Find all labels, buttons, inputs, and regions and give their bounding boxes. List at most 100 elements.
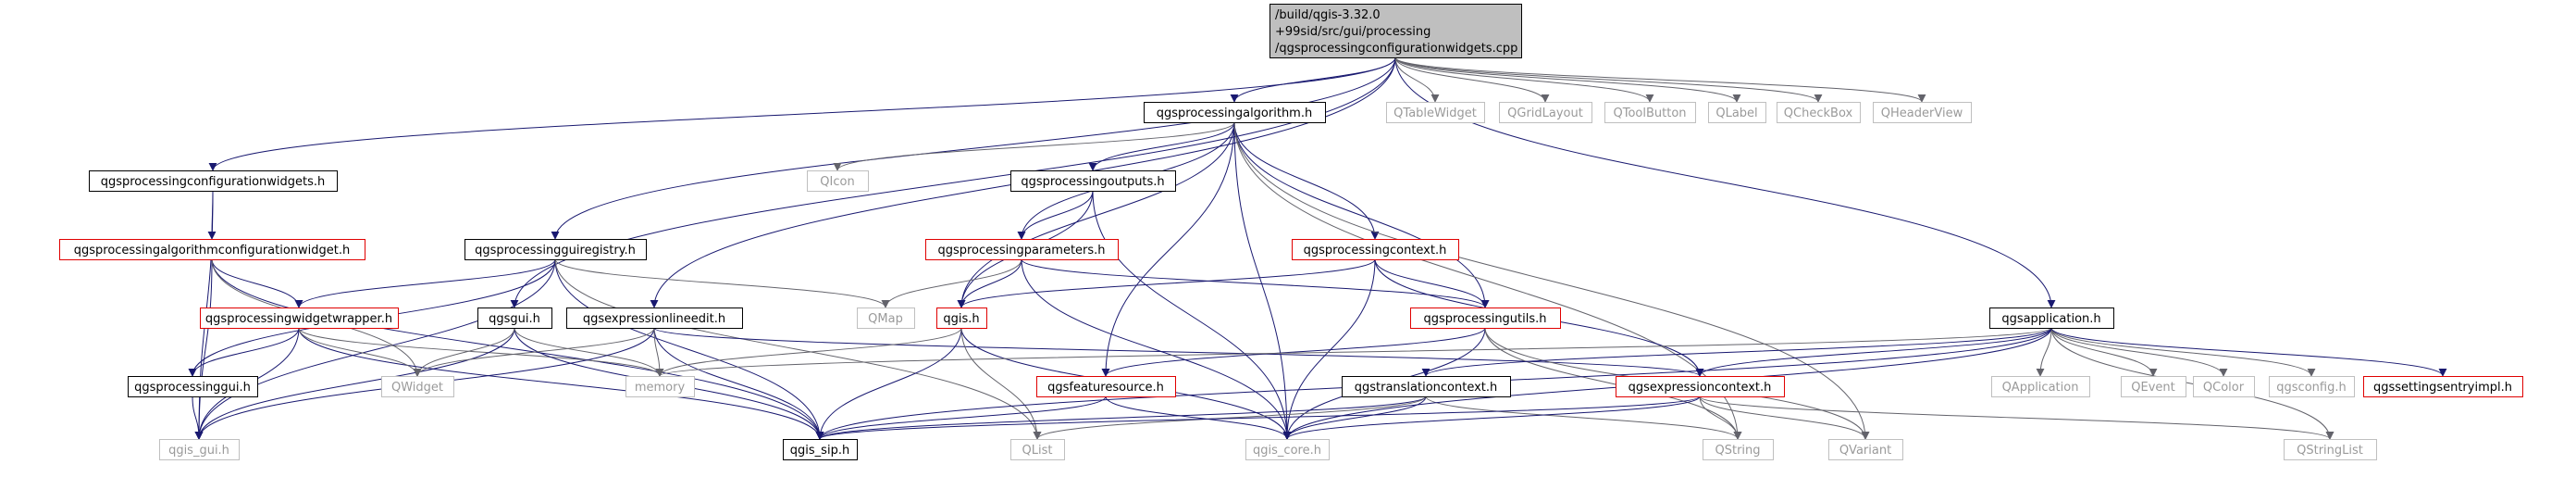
edge-root-to-QLabel (1394, 56, 1741, 103)
node-label: qgsapplication.h (2001, 312, 2100, 326)
node-qgsapplication-h[interactable]: qgsapplication.h (1989, 308, 2114, 329)
edge-qgstranslationcontext_h-to-QList (1033, 395, 1427, 440)
node-QIcon: QIcon (807, 170, 869, 192)
edge-qgsprocessingparameters_h-to-QMap (881, 258, 1022, 308)
node-label: QGridLayout (1507, 107, 1583, 120)
edge-qgsprocessingwidgetwrapper_h-to-memory (298, 327, 664, 377)
node-qgssettingsentryimpl-h[interactable]: qgssettingsentryimpl.h (2363, 376, 2523, 397)
node-label: QString (1715, 444, 1760, 458)
node-label: qgsconfig.h (2276, 381, 2346, 395)
node-qgsexpressioncontext-h[interactable]: qgsexpressioncontext.h (1616, 376, 1785, 397)
node-memory: memory (625, 376, 695, 397)
node-box (1604, 102, 1696, 123)
node-label: qgsexpressioncontext.h (1629, 381, 1772, 395)
node-qgsgui-h[interactable]: qgsgui.h (477, 308, 552, 329)
node-box (925, 239, 1119, 260)
edge-qgsprocessingguiregistry_h-to-qgsprocessingwidgetwrapper_h (294, 258, 556, 308)
node-label: qgsprocessingoutputs.h (1021, 175, 1164, 189)
edge-qgsprocessingguiregistry_h-to-qgis_gui_h (194, 258, 556, 440)
edge-root-to-QToolButton (1394, 56, 1654, 103)
node-qgsexpressionlineedit-h[interactable]: qgsexpressionlineedit.h (566, 308, 743, 329)
node-QStringList: QStringList (2284, 439, 2377, 460)
edge-qgsprocessingalgorithmconfigurationwidget_h-to-qgis_gui_h (194, 258, 213, 440)
node-box (2269, 376, 2355, 397)
node-box (857, 308, 915, 329)
node-box (936, 308, 987, 329)
edge-root-to-qgsprocessingguiregistry_h (551, 56, 1396, 240)
node-qgsprocessingutils-h[interactable]: qgsprocessingutils.h (1410, 308, 1561, 329)
node-QCheckBox: QCheckBox (1777, 102, 1861, 123)
node-label: QLabel (1715, 107, 1757, 120)
node-box (625, 376, 695, 397)
node-label-line: +99sid/src/gui/processing (1275, 25, 1430, 39)
edge-qgsexpressionlineedit_h-to-qgsexpressioncontext_h (653, 327, 1704, 377)
node-label: QWidget (391, 381, 443, 395)
node-box (1010, 170, 1176, 192)
node-box (159, 439, 240, 460)
node-label: qgis_core.h (1253, 444, 1321, 458)
edge-qgsapplication_h-to-QStringList (2050, 327, 2334, 440)
node-qgsprocessingalgorithmconfigurationwidget-h[interactable]: qgsprocessingalgorithmconfigurationwidge… (59, 239, 365, 260)
node-label: QList (1022, 444, 1053, 458)
node-label: QApplication (2002, 381, 2079, 395)
node-qgsprocessingwidgetwrapper-h[interactable]: qgsprocessingwidgetwrapper.h (200, 308, 399, 329)
edge-qgsprocessingalgorithm_h-to-QVariant (1233, 121, 1870, 440)
node-label-line: /qgsprocessingconfigurationwidgets.cpp (1275, 42, 1517, 56)
node-label: qgsprocessingguiregistry.h (475, 244, 636, 257)
node-qgis-sip-h[interactable]: qgis_sip.h (783, 439, 858, 460)
node-box (1245, 439, 1330, 460)
node-qgis-h[interactable]: qgis.h (936, 308, 987, 329)
edge-qgsprocessingalgorithm_h-to-qgis_h (957, 121, 1235, 308)
node-root[interactable]: /build/qgis-3.32.0+99sid/src/gui/process… (1269, 4, 1522, 58)
node-box (1292, 239, 1459, 260)
edge-qgsexpressionlineedit_h-to-qgis_sip_h (653, 327, 824, 440)
node-label: QVariant (1839, 444, 1891, 458)
node-qgsconfig-h: qgsconfig.h (2269, 376, 2355, 397)
node-box (1386, 102, 1485, 123)
edge-qgsexpressioncontext_h-to-qgis_sip_h (815, 395, 1701, 440)
edge-qgsprocessingwidgetwrapper_h-to-qgis_sip_h (298, 327, 824, 440)
node-box (89, 170, 338, 192)
node-label: qgsprocessinggui.h (134, 381, 251, 395)
node-box (1616, 376, 1785, 397)
header-nodes: /build/qgis-3.32.0+99sid/src/gui/process… (59, 4, 2523, 460)
node-qgstranslationcontext-h[interactable]: qgstranslationcontext.h (1342, 376, 1511, 397)
node-QWidget: QWidget (381, 376, 454, 397)
node-box (1703, 439, 1774, 460)
node-box (1410, 308, 1561, 329)
edge-qgis_h-to-memory (655, 327, 962, 377)
node-qgsprocessingguiregistry-h[interactable]: qgsprocessingguiregistry.h (464, 239, 647, 260)
edge-qgsprocessingalgorithmconfigurationwidget_h-to-qgis_sip_h (211, 258, 824, 440)
node-label: memory (635, 381, 686, 395)
edge-qgsprocessingwidgetwrapper_h-to-QWidget (298, 327, 422, 377)
edge-qgis_h-to-qgis_sip_h (815, 327, 962, 440)
edge-qgsprocessingcontext_h-to-qgsprocessingutils_h (1374, 258, 1490, 308)
edge-qgsapplication_h-to-QEvent (2050, 327, 2158, 377)
edge-qgsprocessingalgorithm_h-to-qgsfeaturesource_h (1101, 121, 1235, 377)
node-label: QToolButton (1613, 107, 1686, 120)
edge-qgsexpressioncontext_h-to-QStringList (1699, 395, 2334, 440)
node-label: QIcon (820, 175, 854, 189)
node-qgsprocessingparameters-h[interactable]: qgsprocessingparameters.h (925, 239, 1119, 260)
edge-qgsprocessinggui_h-to-qgis_gui_h (192, 395, 204, 440)
node-box (1777, 102, 1861, 123)
node-label: qgsprocessingalgorithm.h (1157, 107, 1312, 120)
edge-qgstranslationcontext_h-to-QString (1425, 395, 1742, 440)
node-QString: QString (1703, 439, 1774, 460)
node-box (477, 308, 552, 329)
node-label: QHeaderView (1881, 107, 1963, 120)
edge-root-to-qgsprocessingalgorithm_h (1230, 56, 1396, 103)
edge-qgsprocessingutils_h-to-qgsfeaturesource_h (1101, 327, 1486, 377)
node-qgsprocessingconfigurationwidgets-h[interactable]: qgsprocessingconfigurationwidgets.h (89, 170, 338, 192)
node-box (807, 170, 869, 192)
node-box (1269, 4, 1522, 58)
node-QHeaderView: QHeaderView (1873, 102, 1972, 123)
edge-qgsexpressioncontext_h-to-qgis_core_h (1282, 395, 1701, 440)
node-qgsfeaturesource-h[interactable]: qgsfeaturesource.h (1036, 376, 1176, 397)
node-qgsprocessingcontext-h[interactable]: qgsprocessingcontext.h (1292, 239, 1459, 260)
node-QEvent: QEvent (2121, 376, 2186, 397)
edge-qgsapplication_h-to-qgstranslationcontext_h (1421, 327, 2052, 377)
node-qgsprocessingalgorithm-h[interactable]: qgsprocessingalgorithm.h (1144, 102, 1326, 123)
node-qgsprocessingoutputs-h[interactable]: qgsprocessingoutputs.h (1010, 170, 1176, 192)
node-qgsprocessinggui-h[interactable]: qgsprocessinggui.h (128, 376, 258, 397)
